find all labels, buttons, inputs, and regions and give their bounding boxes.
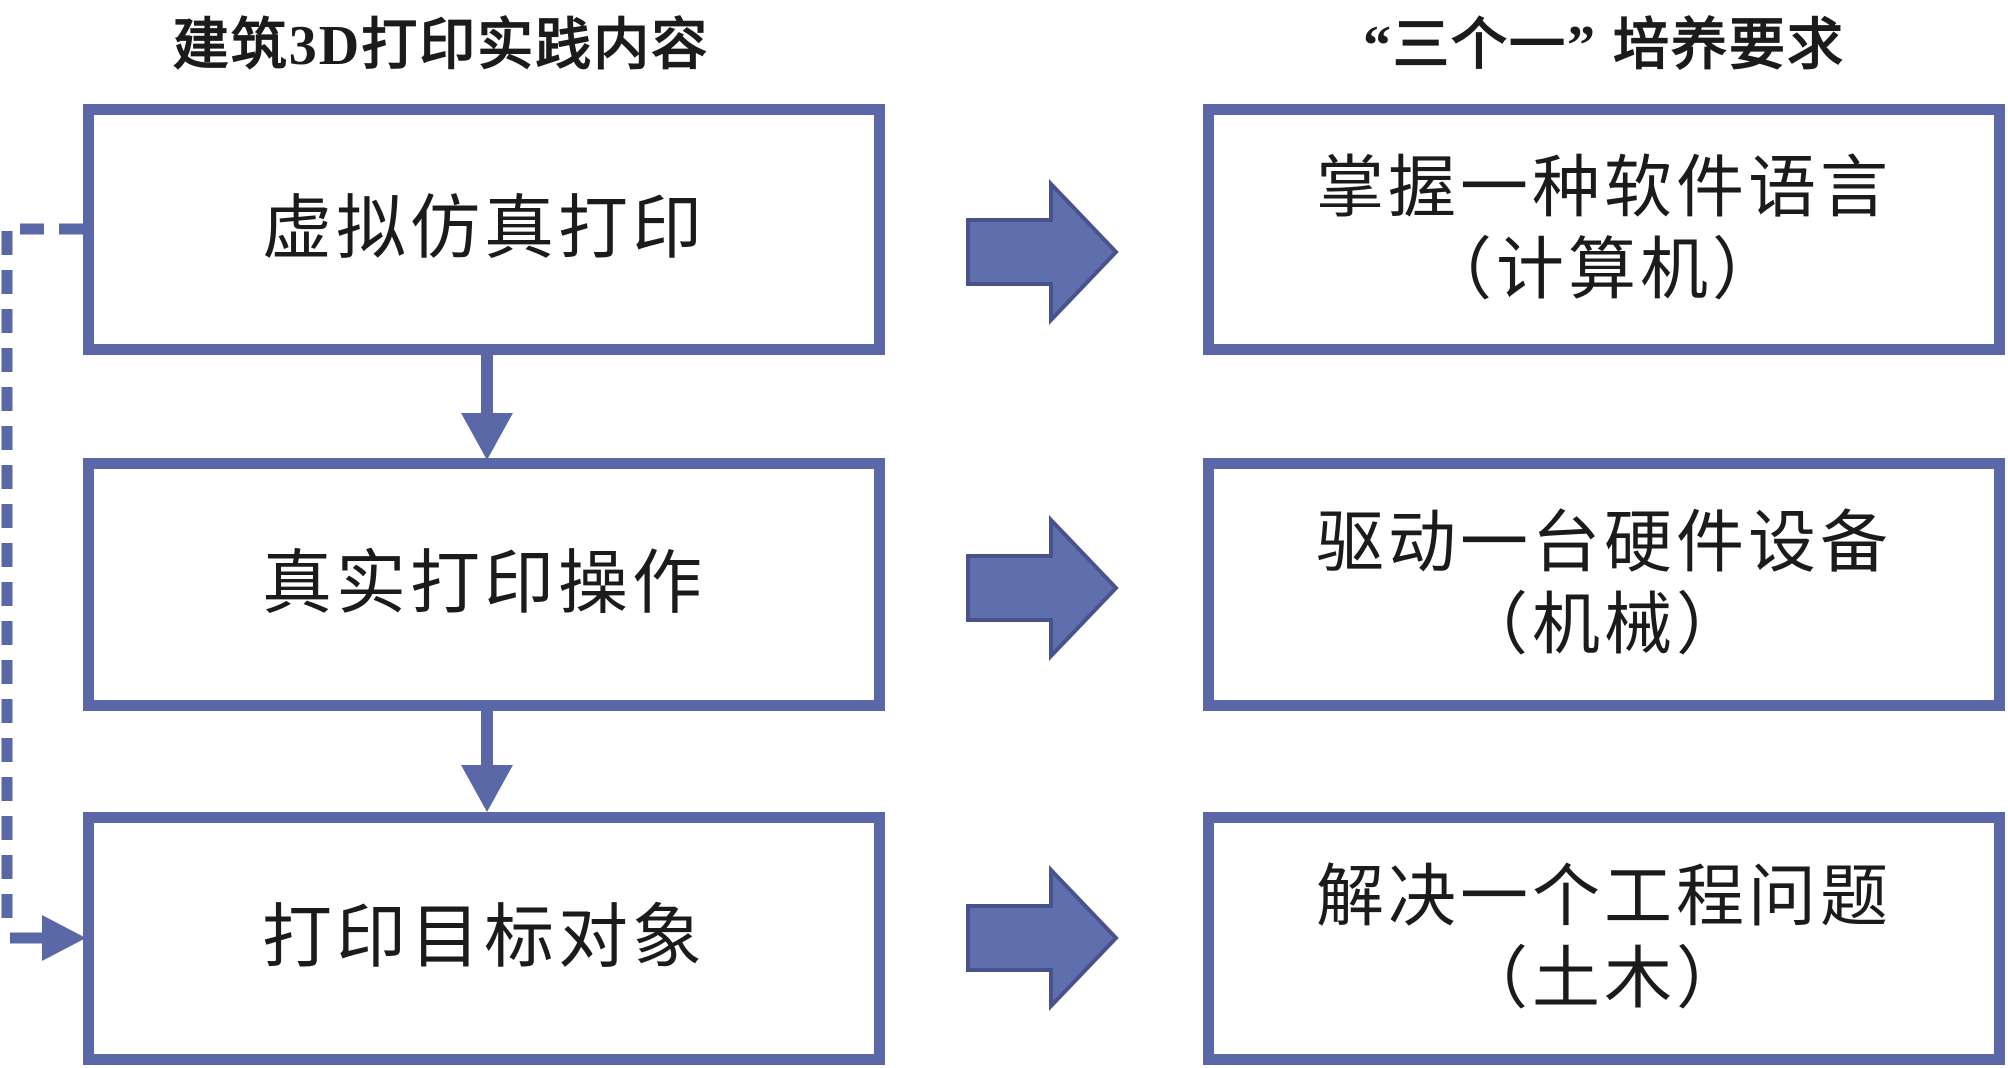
flow-box-label: 打印目标对象 [262,899,706,977]
dashed-feedback-line [1,223,83,928]
flow-box-real-print: 真实打印操作 [83,458,885,711]
flow-box-label: 虚拟仿真打印 [262,190,706,268]
flow-box-label: 真实打印操作 [262,545,706,623]
right-column-header: “三个一” 培养要求 [1363,14,1845,77]
down-arrowhead-2-icon [461,765,513,812]
flow-box-virtual-print: 虚拟仿真打印 [83,104,885,355]
block-arrow-row2-icon [966,515,1119,661]
req-box-line1: 驱动一台硬件设备 [1315,504,1892,581]
req-box-line1: 掌握一种软件语言 [1315,149,1892,226]
flow-box-print-target: 打印目标对象 [83,812,885,1065]
req-box-line2: （机械） [1459,586,1748,663]
req-box-line2: （土木） [1459,940,1748,1017]
down-arrowhead-1-icon [461,413,513,460]
req-box-engineering-problem: 解决一个工程问题 （土木） [1203,812,2005,1065]
req-box-line1: 解决一个工程问题 [1315,858,1892,935]
left-column-header: 建筑3D打印实践内容 [172,14,710,77]
block-arrow-row1-icon [966,179,1119,325]
dashed-feedback-arrowhead-icon [42,915,86,961]
req-box-software-language: 掌握一种软件语言 （计算机） [1203,104,2005,355]
req-box-hardware-device: 驱动一台硬件设备 （机械） [1203,458,2005,711]
block-arrow-row3-icon [966,865,1119,1011]
req-box-line2: （计算机） [1423,231,1784,308]
